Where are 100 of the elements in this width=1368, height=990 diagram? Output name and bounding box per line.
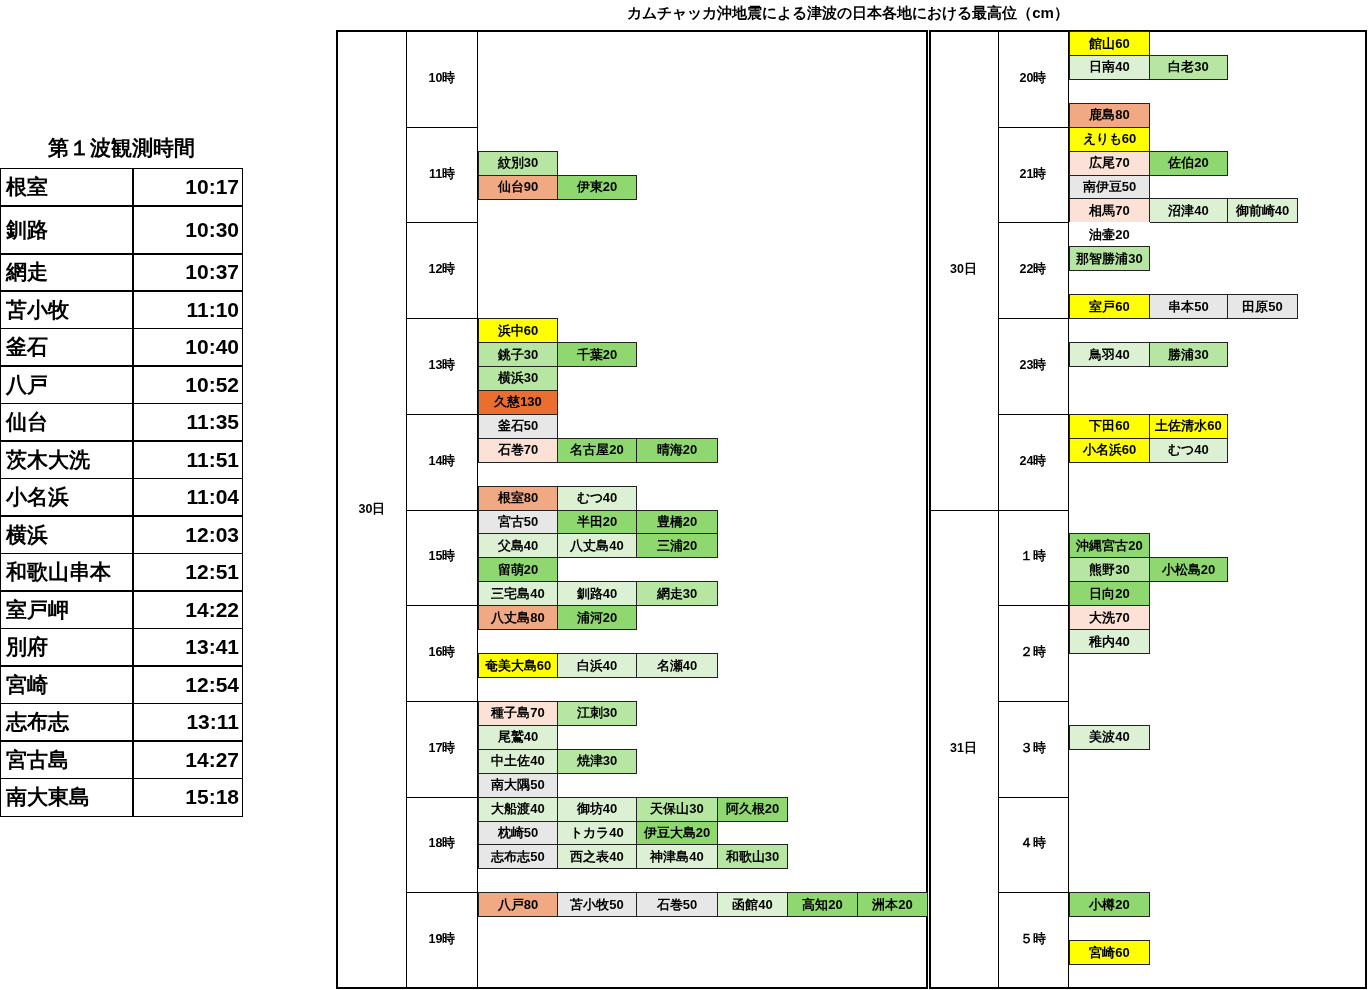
height-cell: 田原50 [1227,294,1298,320]
height-cell: 日向20 [1069,581,1150,607]
hour-label: 24時 [1018,452,1048,470]
height-cell: 小松島20 [1149,557,1228,583]
height-cell: 洲本20 [857,892,928,918]
hour-label: 18時 [427,835,457,853]
height-cell: 久慈130 [478,389,558,415]
hour-label: １時 [1019,548,1047,566]
hour-label: ３時 [1019,739,1047,757]
height-cell: 父島40 [478,533,558,559]
chart-title: カムチャッカ沖地震による津波の日本各地における最高位（cm） [626,4,1070,23]
height-cell: 根室80 [478,485,558,511]
height-cell: 八戸80 [478,892,558,918]
table-cell: 12:54 [132,665,243,705]
table-cell: 網走 [0,253,134,292]
table-cell: 14:22 [132,590,243,630]
height-cell: 佐伯20 [1149,150,1228,176]
height-cell: 尾鷲40 [478,724,558,750]
height-cell: 網走30 [636,581,718,607]
height-cell: 天保山30 [636,796,718,822]
table-cell: 宮古島 [0,740,134,780]
hour-label: 12時 [427,261,457,279]
height-cell: むつ40 [1149,437,1228,463]
height-cell: 和歌山30 [717,844,788,870]
table-cell: 根室 [0,168,134,207]
height-cell: 江刺30 [557,700,637,726]
height-cell: 御坊40 [557,796,637,822]
table-cell: 12:03 [132,515,243,555]
day-label: 30日 [949,261,978,279]
height-cell: 相馬70 [1069,198,1150,224]
height-cell: 宮崎60 [1069,940,1150,966]
height-cell: 紋別30 [478,150,558,176]
table-cell: 14:27 [132,740,243,780]
table-cell: 10:17 [132,168,243,207]
height-cell: 八丈島80 [478,605,558,631]
height-cell: 千葉20 [557,342,637,367]
table-cell: 10:37 [132,253,243,292]
height-cell: 熊野30 [1069,557,1150,583]
height-cell: 石巻50 [636,892,718,918]
hour-label: 20時 [1018,69,1048,87]
height-cell: 白老30 [1149,54,1228,80]
height-cell: 稚内40 [1069,629,1150,655]
height-cell: 焼津30 [557,748,637,774]
hour-label: ４時 [1019,835,1047,853]
height-cell: 名瀬40 [636,653,718,679]
table-cell: 和歌山串本 [0,552,134,592]
table-cell: 11:35 [132,402,243,442]
height-cell: むつ40 [557,485,637,511]
height-cell: 浦河20 [557,605,637,631]
height-cell: 館山60 [1069,31,1150,56]
hour-label: ２時 [1019,644,1047,662]
height-cell: 大船渡40 [478,796,558,822]
table-cell: 苫小牧 [0,290,134,330]
table-cell: 12:51 [132,552,243,592]
height-cell: 函館40 [717,892,788,918]
hour-label: 16時 [427,644,457,662]
height-cell: 三宅島40 [478,581,558,607]
table-cell: 10:52 [132,365,243,405]
height-cell: 神津島40 [636,844,718,870]
height-cell: 豊橋20 [636,509,718,535]
table-cell: 志布志 [0,702,134,742]
table-cell: 仙台 [0,402,134,442]
table-cell: 10:30 [132,205,243,255]
day-label: 30日 [357,500,387,518]
height-cell: 白浜40 [557,653,637,679]
height-cell: 仙台90 [478,174,558,200]
height-cell: 那智勝浦30 [1069,246,1150,272]
height-cell: 晴海20 [636,437,718,463]
height-cell: 高知20 [787,892,858,918]
height-cell: 志布志50 [478,844,558,870]
height-cell: 釧路40 [557,581,637,607]
height-cell: 広尾70 [1069,150,1150,176]
table-cell: 10:40 [132,327,243,367]
height-cell: 阿久根20 [717,796,788,822]
table-cell: 茨木大洗 [0,440,134,480]
height-cell: 鳥羽40 [1069,342,1150,367]
hour-label: 23時 [1018,356,1048,374]
table-heading: 第１波観測時間 [47,135,196,161]
table-cell: 11:51 [132,440,243,480]
table-cell: 室戸岬 [0,590,134,630]
height-cell: 西之表40 [557,844,637,870]
height-cell: 名古屋20 [557,437,637,463]
height-cell: 横浜30 [478,365,558,391]
hour-label: 14時 [427,452,457,470]
height-cell: 沖縄宮古20 [1069,533,1150,559]
hour-label: 22時 [1018,261,1048,279]
table-cell: 別府 [0,627,134,667]
day-label: 31日 [949,739,978,757]
height-cell: 浜中60 [478,318,558,344]
height-cell: 三浦20 [636,533,718,559]
table-cell: 南大東島 [0,777,134,817]
hour-label: 19時 [427,931,457,949]
height-cell: 串本50 [1149,294,1228,320]
table-cell: 11:10 [132,290,243,330]
height-cell: 沼津40 [1149,198,1228,224]
height-cell: 下田60 [1069,413,1150,439]
table-cell: 小名浜 [0,477,134,517]
table-cell: 13:41 [132,627,243,667]
height-cell: 美波40 [1069,724,1150,750]
hour-label: 21時 [1018,165,1048,183]
